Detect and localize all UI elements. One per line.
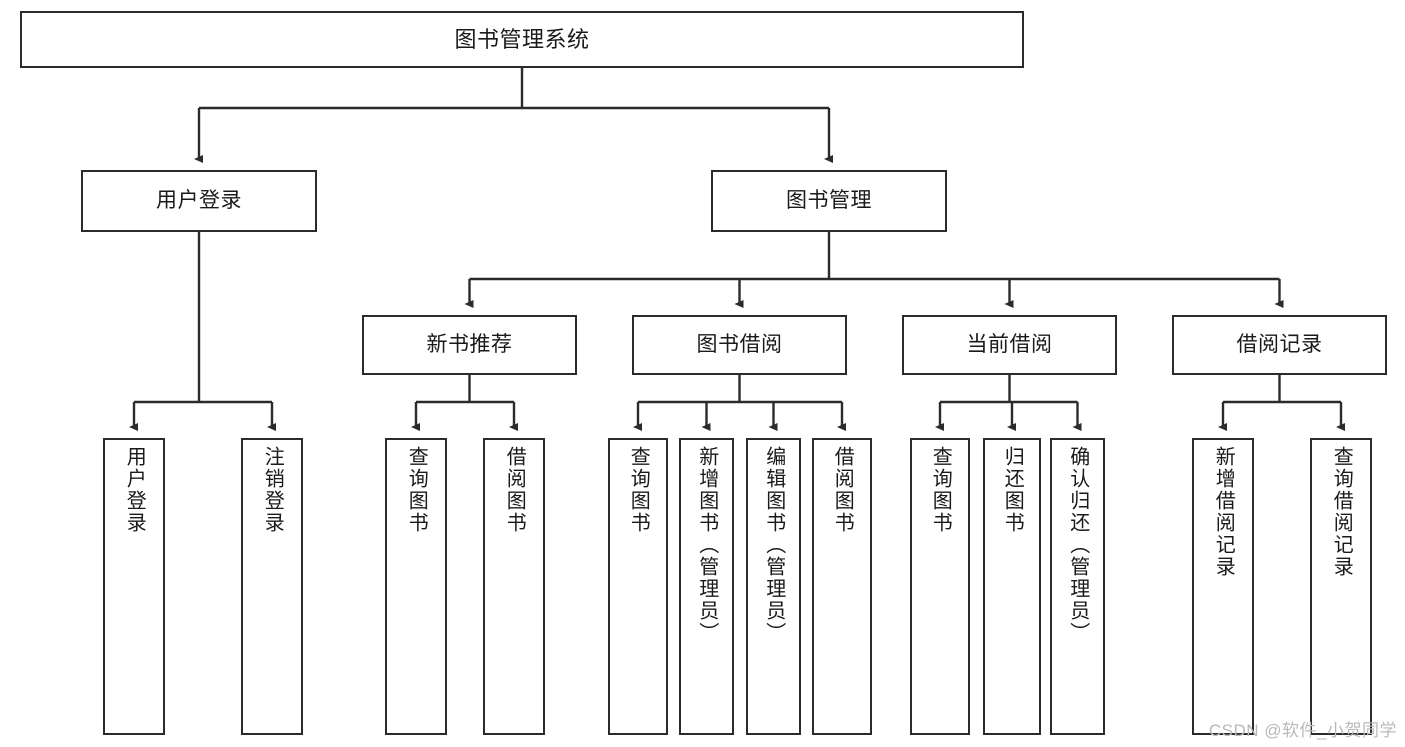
node-l-logout[interactable]: 注销登录 xyxy=(241,438,303,735)
node-l-query1[interactable]: 查询图书 xyxy=(385,438,447,735)
node-label: 注销登录 xyxy=(261,446,284,534)
node-l-query3[interactable]: 查询图书 xyxy=(910,438,970,735)
node-label: 当前借阅 xyxy=(966,332,1053,356)
node-label: 查询借阅记录 xyxy=(1330,446,1353,578)
node-newbook[interactable]: 新书推荐 xyxy=(362,315,577,375)
node-bookmgmt[interactable]: 图书管理 xyxy=(711,170,947,232)
node-l-add[interactable]: 新增图书（管理员） xyxy=(679,438,734,735)
node-label: 用户登录 xyxy=(156,188,242,212)
node-l-borrow2[interactable]: 借阅图书 xyxy=(812,438,872,735)
node-label: 借阅图书 xyxy=(503,446,526,534)
node-label: 编辑图书（管理员） xyxy=(762,446,785,644)
node-label: 确认归还（管理员） xyxy=(1066,446,1089,644)
node-l-query2[interactable]: 查询图书 xyxy=(608,438,668,735)
node-label: 借阅记录 xyxy=(1236,332,1323,356)
node-label: 借阅图书 xyxy=(831,446,854,534)
node-label: 图书管理系统 xyxy=(454,26,590,52)
node-label: 用户登录 xyxy=(123,446,146,534)
node-label: 新增借阅记录 xyxy=(1212,446,1235,578)
node-label: 归还图书 xyxy=(1001,446,1024,534)
node-label: 新增图书（管理员） xyxy=(695,446,718,644)
node-l-confirm[interactable]: 确认归还（管理员） xyxy=(1050,438,1105,735)
node-l-queryrec[interactable]: 查询借阅记录 xyxy=(1310,438,1372,735)
node-l-borrow1[interactable]: 借阅图书 xyxy=(483,438,545,735)
node-label: 新书推荐 xyxy=(426,332,513,356)
node-l-edit[interactable]: 编辑图书（管理员） xyxy=(746,438,801,735)
node-l-login[interactable]: 用户登录 xyxy=(103,438,165,735)
node-root[interactable]: 图书管理系统 xyxy=(20,11,1024,68)
node-l-addrec[interactable]: 新增借阅记录 xyxy=(1192,438,1254,735)
node-label: 图书管理 xyxy=(786,188,872,212)
node-label: 图书借阅 xyxy=(696,332,783,356)
node-label: 查询图书 xyxy=(929,446,952,534)
node-records[interactable]: 借阅记录 xyxy=(1172,315,1387,375)
node-l-return[interactable]: 归还图书 xyxy=(983,438,1041,735)
node-current[interactable]: 当前借阅 xyxy=(902,315,1117,375)
node-label: 查询图书 xyxy=(405,446,428,534)
node-label: 查询图书 xyxy=(627,446,650,534)
watermark-text: CSDN @软件_小贺同学 xyxy=(1208,721,1397,740)
node-borrow[interactable]: 图书借阅 xyxy=(632,315,847,375)
node-login[interactable]: 用户登录 xyxy=(81,170,317,232)
